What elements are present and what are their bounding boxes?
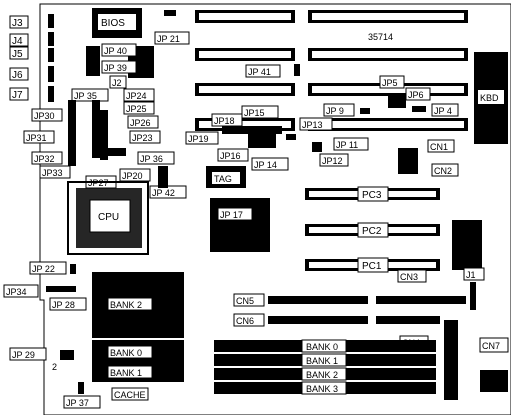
tag-label: TAG [214,174,232,184]
jp17-chip [210,198,270,252]
isa-slots [195,10,468,131]
jp33-label: JP33 [42,168,63,178]
jp36-label: JP 36 [140,154,163,164]
pc1-label-box [357,257,389,273]
jp40-label: JP 40 [104,46,127,56]
bank1-label: BANK 1 [306,356,338,366]
jp4-label: JP 4 [434,106,452,116]
jp21-box [154,31,190,45]
jp15-label: JP15 [244,108,265,118]
jp25-label: JP25 [126,104,147,114]
pc3-label: PC3 [362,190,382,201]
jp42-label: JP 42 [152,188,175,198]
jp32-label: JP32 [34,154,55,164]
j2-label: J2 [112,78,122,88]
cn1-label: CN1 [430,142,448,152]
cn6-label: CN6 [236,316,254,326]
bank2-left-label: BANK 2 [110,300,142,310]
cn3-label: CN3 [400,272,418,282]
jp41-label: JP 41 [248,67,271,77]
j5-label: J5 [12,49,23,60]
jp13-label: JP13 [302,120,323,130]
jp14-label: JP 14 [254,160,277,170]
jp17-label: JP 17 [220,210,243,220]
jp11-label: JP 11 [336,140,358,150]
board-id: 35714 [368,32,393,42]
jp35-label: JP 35 [74,91,97,101]
cache-bank0-label: BANK 0 [110,348,142,358]
pc2-label: PC2 [362,226,382,237]
bios-label: BIOS [101,18,125,29]
jp31-label: JP31 [26,133,47,143]
j7-label: J7 [12,90,23,101]
pin-2-label: 2 [52,362,57,372]
cache-bank1-label: BANK 1 [110,368,142,378]
jp41-box [245,64,281,78]
pc1-label: PC1 [362,261,382,272]
pc2-label-box [357,222,389,238]
jp5-label: JP5 [382,78,398,88]
jp18-label: JP18 [214,116,235,126]
jp20-label: JP20 [122,171,143,181]
cn7-label: CN7 [482,341,500,351]
kbd-label: KBD [480,93,499,103]
jp21-label: JP 21 [157,34,180,44]
right-chip [452,220,482,270]
cn5-label: CN5 [236,296,254,306]
jp9-label: JP 9 [326,106,344,116]
jp39-label: JP 39 [104,63,127,73]
jp34-label: JP34 [6,287,27,297]
bank0-label: BANK 0 [306,342,338,352]
jp24-label: JP24 [126,91,147,101]
cache-label: CACHE [114,390,146,400]
cpu-label: CPU [98,212,119,223]
cn2-label: CN2 [434,166,452,176]
j3-label: J3 [12,18,23,29]
jp22-label: JP 22 [32,264,55,274]
jp23-label: JP23 [132,133,153,143]
cn1-cn2-pins [398,148,418,174]
jp26-label: JP26 [130,118,151,128]
jp19-label: JP19 [188,134,209,144]
left-headers: J3 J4 J5 J6 J7 [9,14,54,102]
jp30-label: JP30 [34,111,55,121]
jp28-label: JP 28 [52,300,75,310]
j1-label: J1 [466,270,476,280]
jp29-label: JP 29 [12,350,35,360]
jp16-label: JP16 [220,151,241,161]
cpu-socket [67,181,149,255]
bank2-label: BANK 2 [306,370,338,380]
j4-label: J4 [12,36,23,47]
jp6-label: JP6 [408,90,424,100]
bank3-label: BANK 3 [306,384,338,394]
jp37-label: JP 37 [66,398,89,408]
left-jumper-pins [68,10,176,188]
j6-label: J6 [12,70,23,81]
pc3-label-box [357,186,389,202]
jp12-label: JP12 [322,156,343,166]
